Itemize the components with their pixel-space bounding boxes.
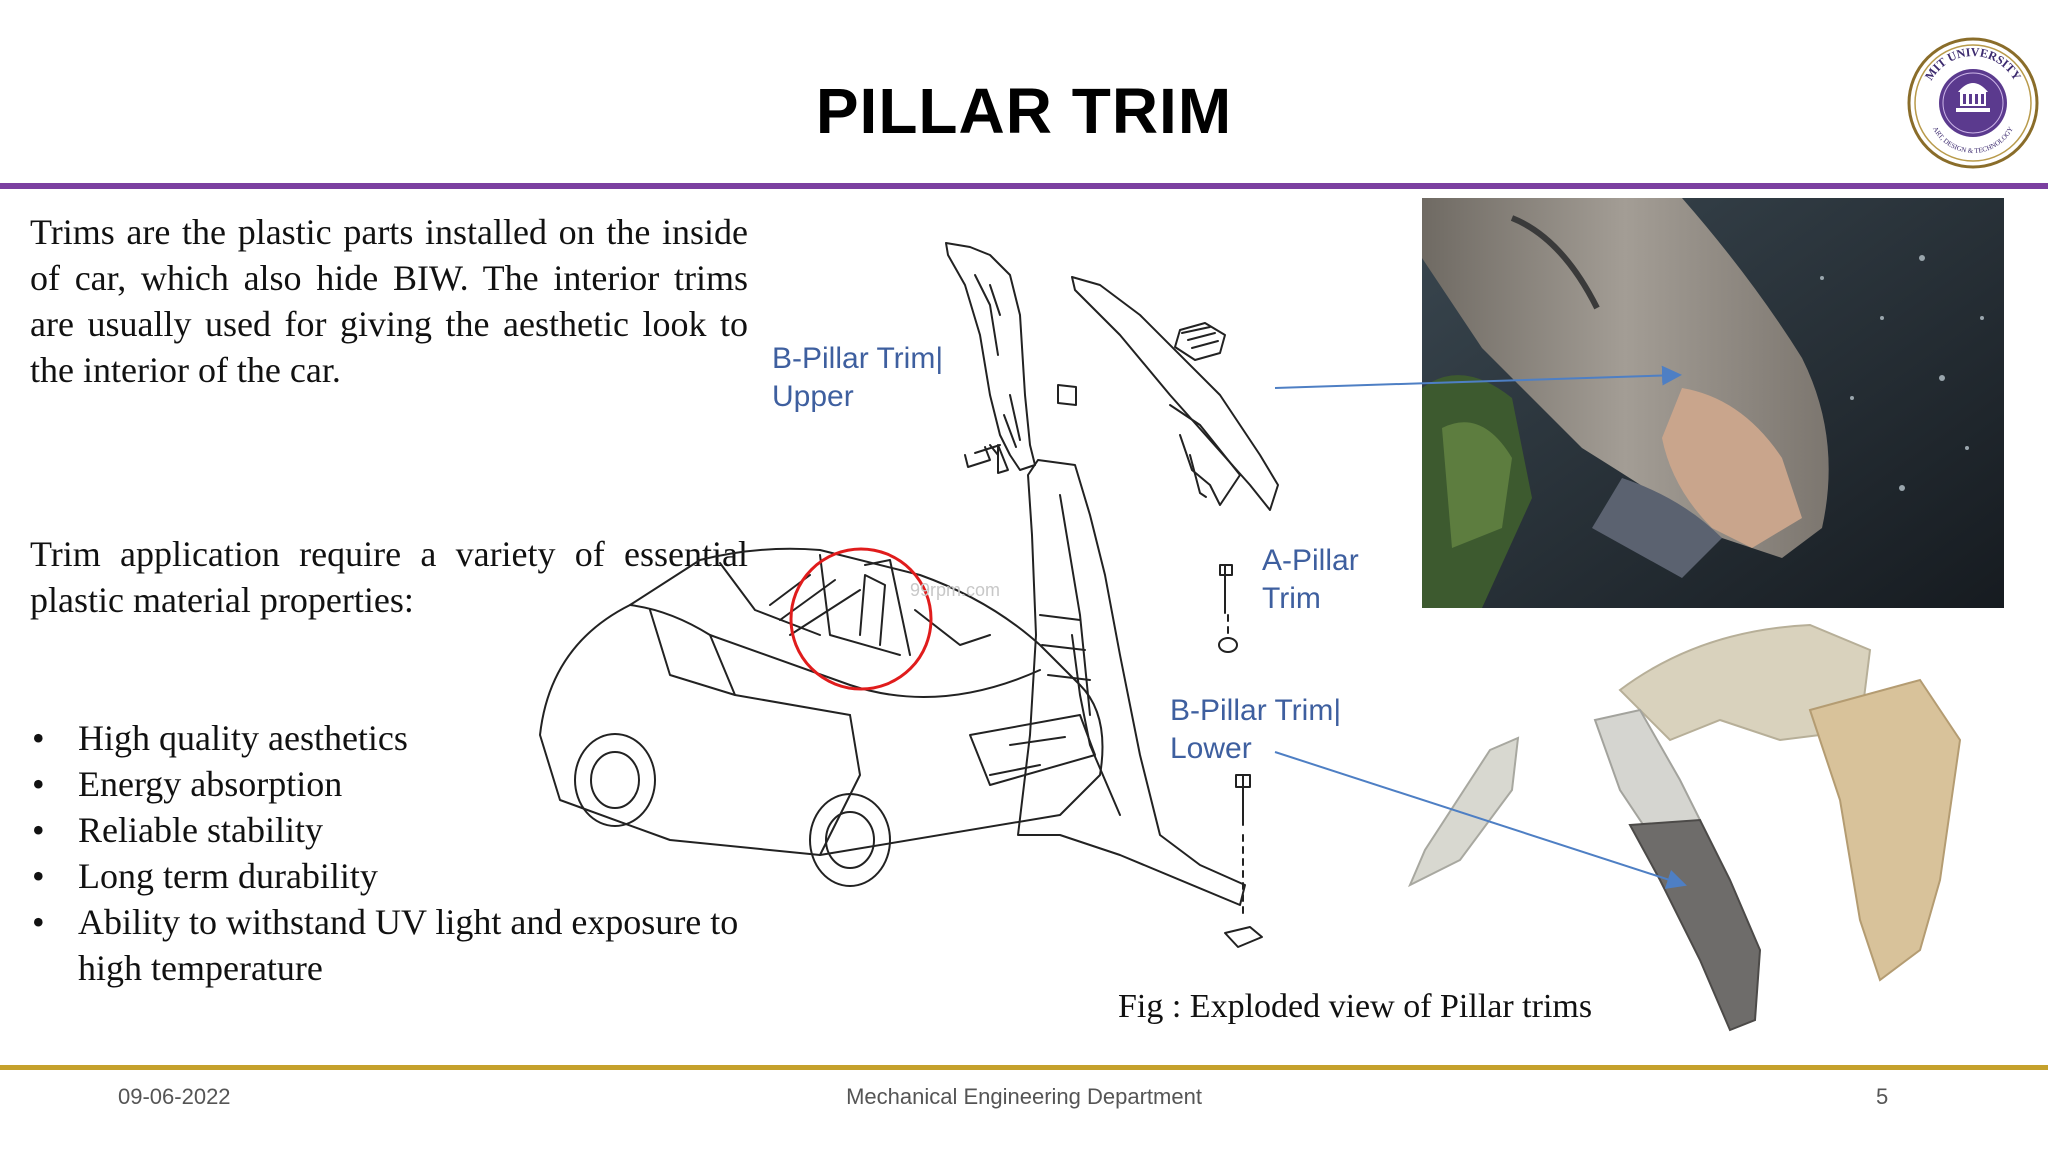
footer-date: 09-06-2022: [118, 1084, 231, 1109]
figure-caption: Fig : Exploded view of Pillar trims: [1118, 988, 1593, 1025]
clip-part: [1174, 322, 1226, 361]
properties-paragraph: Trim application require a variety of es…: [30, 534, 748, 620]
exploded-view-diagram: [539, 242, 1279, 948]
list-item: •Ability to withstand UV light and expos…: [30, 899, 760, 991]
university-logo: MIT UNIVERSITY ART, DESIGN & TECHNOLOGY: [1907, 37, 2039, 169]
car-drawing: [539, 547, 1104, 887]
footer-department: Mechanical Engineering Department: [846, 1084, 1202, 1109]
list-item: •Long term durability: [30, 853, 760, 899]
bullet-marker: •: [32, 764, 45, 804]
a-pillar-part: [1071, 276, 1279, 511]
list-item: •High quality aesthetics: [30, 715, 760, 761]
page-number: 5: [1876, 1084, 1889, 1109]
list-item: •Reliable stability: [30, 807, 760, 853]
bolt-part-lower: [1235, 774, 1251, 826]
clip-part-lower: [1224, 926, 1263, 948]
callout-b-pillar-lower: B-Pillar Trim| Lower: [1170, 694, 1342, 765]
bullet-marker: •: [32, 810, 45, 850]
list-item: •Energy absorption: [30, 761, 760, 807]
callout-a-pillar: A-Pillar Trim: [1262, 544, 1359, 615]
bullet-marker: •: [32, 856, 45, 896]
b-pillar-lower-part: [1017, 459, 1246, 906]
slide-title: PILLAR TRIM: [815, 75, 1233, 147]
callout-b-pillar-upper: B-Pillar Trim| Upper: [772, 342, 944, 413]
bolt-part: [1219, 564, 1233, 614]
pillar-trims-photo: [1400, 620, 2006, 1040]
footer-divider: [0, 1065, 2048, 1070]
bullet-marker: •: [32, 902, 45, 942]
intro-paragraph: Trims are the plastic parts installed on…: [30, 212, 748, 390]
highlight-circle: [789, 547, 933, 691]
diagram-watermark: 99rpm.com: [910, 580, 1001, 600]
b-pillar-upper-part: [945, 242, 1077, 474]
properties-list: •High quality aesthetics •Energy absorpt…: [30, 715, 760, 991]
screw-part: [964, 444, 1001, 468]
title-divider: [0, 183, 2048, 189]
bullet-marker: •: [32, 718, 45, 758]
nut-part: [1218, 637, 1238, 653]
a-pillar-photo: [1422, 198, 2004, 608]
